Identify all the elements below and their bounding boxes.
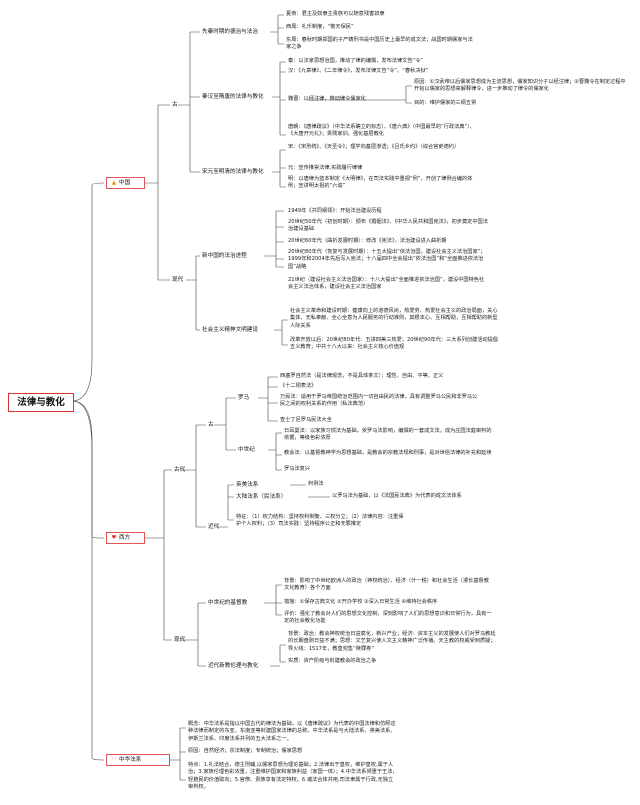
song-qing-item: 元：宣传推崇法律,实践履行律律 [288,165,363,171]
medieval-education-item: 背景：影响了中世纪欧洲人的政治（神权统治）、经济（什一税）和社会生活（漫长基督教… [284,578,489,592]
pre-qin-item: 西周：礼乐制度，“敬天保民” [286,24,354,30]
pre-qin-topic[interactable]: 先秦时期的德治与法治 [202,29,258,35]
new-china-item: 20世纪80年代（恢复与发展时期）：十五大提出“依法治国，建设社会主义法治国家”… [288,249,486,270]
branch-chinese-legal[interactable]: ♡中华法系 [106,754,170,766]
west-features: 特征：（1）权力结构：坚持权利制衡、三权分立；（2）法律内容：注重保护个人权利；… [236,514,404,528]
rome-topic[interactable]: 罗马 [238,395,250,401]
branch-china[interactable]: ▲中国 [106,177,145,189]
heart-outline-icon: ♡ [111,757,117,763]
rome-item: 万民法：适用于罗马帝国统治范围内一切自由民的法律，具有调整罗马公民和非罗马公民之… [280,394,478,408]
fire-icon: ▲ [111,180,117,186]
modern-religion-item: 实质：资产阶级与封建教会的政治之争 [288,658,377,664]
socialist-item: 改革开放以后：20世纪80年代：五讲四美三热爱；20世纪90年代：三大系列创建活… [290,337,498,351]
rome-item: 西塞罗自然法（是法律观念，不是具体条文）：理性、自由、平等、正义 [280,373,444,379]
new-china-topic[interactable]: 新中国的法治进程 [202,253,247,259]
medieval-education-topic[interactable]: 中世纪的基督教 [208,600,248,606]
rome-item: 查士丁尼罗马民法大全 [280,417,332,423]
connector-root-west [71,400,105,539]
wei-jin-reason: 原因：①汉武帝以后儒家思想成为主流思想，儒家知识分子以经注律；②曹魏令在制定过程… [414,79,626,93]
chinese-legal-item: 特点：1.礼法结合，德主刑辅,以儒家思想为理论基础；2.法律出于皇权，维护皇权,… [188,762,398,791]
branch-china-label: 中国 [119,180,131,186]
branch-west-label: 西方 [119,535,131,541]
qin-han-item: 汉：《九章律》、《二年律令》，发布法律文告“令”、“春秋决狱” [288,68,429,74]
rome-item: 《十二铜表法》 [280,383,317,389]
qin-han-item: 唐朝：《唐律疏议》（中华法系确立的标志）、《唐六典》（中国最早的“行政法典”）、… [288,124,475,138]
chinese-legal-item: 原因：自然经济；宗法制度；专制统治；儒家思想 [188,748,303,754]
heart-icon: ♥ [111,535,117,541]
wei-jin-purpose: 目的：维护儒家的三纲五常 [414,100,477,106]
pre-qin-item: 夏商：君主及奴隶主贵族可以随意残害奴隶 [286,11,385,17]
qin-han-topic[interactable]: 秦汉至隋唐的法律与教化 [202,94,264,100]
medieval-education-item: 措施：①保存古典文化 ②开办学校 ③深入日常生活 ④维持社会秩序 [284,599,438,605]
connector-root-chinese-legal [71,400,105,761]
socialist-topic[interactable]: 社会主义精神文明建设 [202,327,258,333]
anglo-detail: 判例法 [308,481,324,487]
song-qing-item: 明：以唐律为蓝本制定《大明律》，在司法实践中重视“例”，开创了律例合编的体例；宣… [288,176,473,190]
qin-han-item: 秦：以法家思想治国，推动了律的编撰，发布法律文告“令” [288,58,424,64]
mindmap-root[interactable]: 法律与教化 [8,393,74,412]
branch-chinese-legal-label: 中华法系 [119,757,142,763]
west-ancient-group: 古代 [174,467,186,473]
chinese-legal-item: 概念：中华法系是指以中国古代的律法为基础，以《唐律疏议》为代表的中国法律和仿照这… [188,721,396,742]
new-china-item: 20世纪50年代（初创时期）：颁布《婚姻法》、《中华人民共和国宪法》，初步奠定中… [288,219,488,233]
medieval-education-item: 评价：强化了教会对人们的思想文化控制，深刻影响了人们的思想意识和日常行为，具有一… [284,611,492,625]
new-china-item: 20世纪60年代（曲折发展时期）：修改《宪法》，法治建设进入曲折期 [288,238,447,244]
west-modern-group: 近代 [208,524,220,530]
continental-detail: 以罗马法为基础，以《法国民法典》为代表的成文法体系 [332,493,462,499]
medieval-topic[interactable]: 中世纪 [238,447,255,453]
new-china-item: 21世纪（建设社会主义法治国家）：十八大提出“全面推进依法治国”，建设中国特色社… [288,277,485,291]
anglo-topic[interactable]: 英美法系 [236,482,259,488]
connector-root-china [71,182,105,402]
new-china-item: 1949年《共同纲领》：开始法治建设历程 [288,208,382,214]
west-gu-group: 古 [208,422,214,428]
modern-religion-item: 背景：政治：教会神权统治日益腐化，新兴产业；经济：资本主义的发展使人们对罗马教廷… [288,631,496,652]
modern-religion-topic[interactable]: 近代新教伦理与教化 [208,663,259,669]
song-qing-topic[interactable]: 宋元至明清的法律与教化 [202,169,264,175]
continental-topic[interactable]: 大陆法系（民法系） [236,494,287,500]
pre-qin-item: 东周：春秋时期郑国的子产铸刑书是中国历史上最早的成文法；战国时期儒家与法家之争 [286,37,473,51]
socialist-item: 社会主义革命和建设时期：健康向上的道德风尚，热爱劳、热爱社会主义的政治局面，关心… [290,308,498,329]
china-ancient-group: 古 [172,102,178,108]
west-contemporary-group: 现代 [174,637,186,643]
medieval-item: 日耳曼法：以家族习惯法为基础，受罗马法影响，编撰的一套成文法，成为庄园法庭审判的… [284,428,492,442]
qin-han-item: 魏晋：以经注律，推动律令儒家化 [288,96,366,102]
china-modern-group: 现代 [172,277,184,283]
branch-west[interactable]: ♥西方 [106,532,145,544]
medieval-item: 教会法：以基督教神学为思想基础，是教会的宗教法规和刑事，是对世俗法律的补充和延续 [284,450,492,456]
roman-revival: 罗马法复兴 [284,466,310,472]
song-qing-item: 宋：《宋刑统》、《天圣令》；理学向基层渗透；《吕氏乡约》（综合官吏德约） [288,144,460,150]
